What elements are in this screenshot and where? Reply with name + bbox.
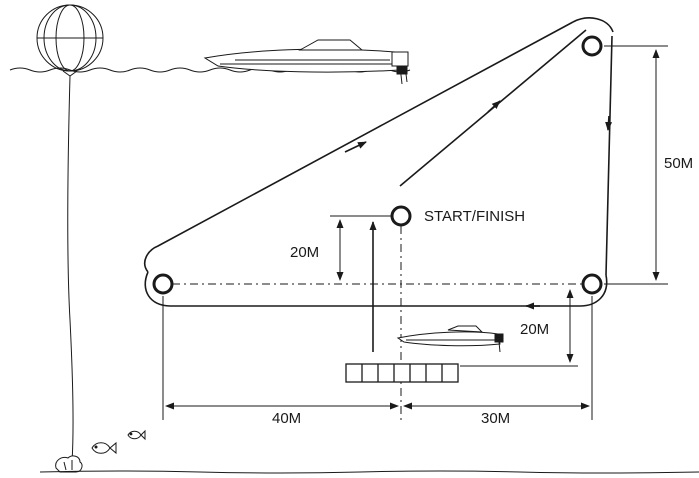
dimension-label-40m: 40M [272, 410, 301, 427]
balloon-icon [36, 4, 104, 77]
start-direction-arrow [487, 100, 501, 113]
buoy-left [152, 273, 174, 295]
speedboat-small-icon [396, 325, 504, 353]
dimension-label-50m: 50M [664, 155, 693, 172]
speedboat-icon [203, 39, 409, 85]
seabed-line [39, 470, 699, 474]
dimension-20m-right [460, 289, 578, 367]
dimension-20m-left [330, 215, 391, 281]
dimension-label-20m-right: 20M [520, 321, 549, 338]
dimension-label-20m-left: 20M [290, 244, 319, 261]
start-finish-label: START/FINISH [424, 208, 525, 225]
dimension-label-30m: 30M [481, 410, 510, 427]
dimension-50m [604, 45, 668, 285]
course-outline [143, 17, 614, 307]
fish-icon [91, 429, 146, 455]
buoy-start-finish [390, 205, 412, 227]
course-direction-arrow-diagonal [344, 141, 367, 153]
dimension-bottom [162, 296, 593, 420]
tether-line [67, 75, 74, 463]
buoy-top [581, 35, 603, 57]
dock [345, 363, 459, 383]
course-direction-arrow-right-side [605, 115, 613, 131]
anchor-weight-icon [55, 455, 83, 473]
buoy-right [581, 273, 603, 295]
buoy-icon [152, 35, 603, 295]
